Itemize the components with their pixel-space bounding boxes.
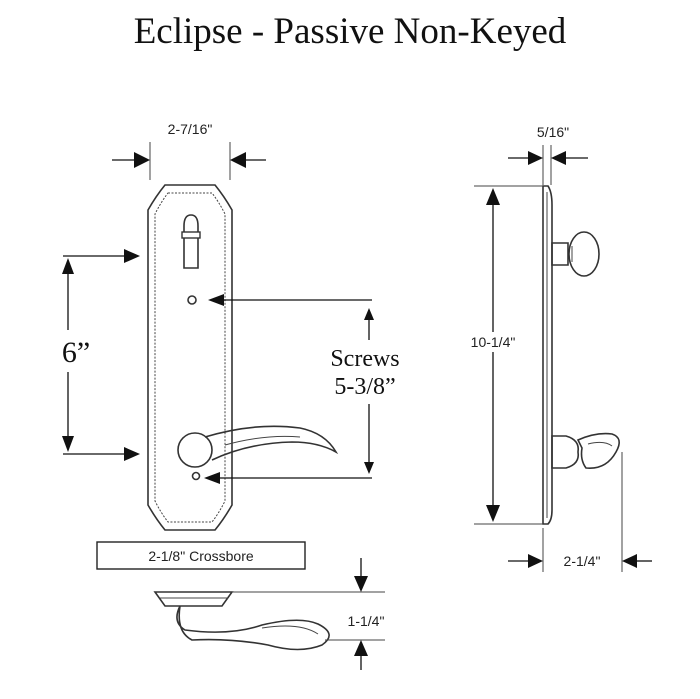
arrow-right-icon: [134, 152, 150, 168]
projection-label: 1-1/4": [348, 613, 385, 629]
arrow-up-icon: [486, 188, 500, 205]
arrow-up-icon: [354, 640, 368, 656]
arrow-left-icon: [204, 472, 220, 484]
height-label: 10-1/4": [471, 334, 516, 350]
turn-slot: [183, 214, 199, 269]
arrow-up-icon: [62, 258, 74, 274]
side-view: 5/16" 10-1/4" 2-1/4": [471, 124, 652, 572]
plate-width-label: 2-7/16": [168, 121, 213, 137]
bottom-screw: [191, 471, 201, 481]
crossbore-label: 2-1/8" Crossbore: [148, 548, 254, 564]
arrow-down-icon: [62, 436, 74, 452]
lever-detail: [224, 435, 301, 446]
knob: [568, 231, 600, 277]
knob-neck: [551, 242, 569, 266]
screws-label: Screws: [330, 346, 399, 372]
arrow-right-icon: [528, 151, 543, 165]
crossbore-box: [96, 541, 306, 570]
arrow-left-icon: [230, 152, 246, 168]
escutcheon-plate: [147, 184, 233, 531]
lever-top-view: [176, 605, 330, 651]
spacing-label: 6”: [62, 336, 90, 369]
page-title: Eclipse - Passive Non-Keyed: [133, 11, 567, 52]
lever-rose: [177, 432, 213, 468]
lever-handle: [204, 425, 339, 461]
front-view: 2-7/16" 6”: [62, 121, 400, 531]
arrow-left-icon: [551, 151, 566, 165]
top-view: 2-1/8" Crossbore 1-1/4": [96, 541, 385, 670]
arrow-down-icon: [354, 576, 368, 592]
plate-side-profile: [542, 185, 553, 525]
top-screw: [187, 295, 197, 305]
backset-label: 2-1/4": [564, 553, 601, 569]
arrow-right-icon: [124, 249, 140, 263]
arrow-left-icon: [622, 554, 637, 568]
lever-side-rose: [551, 435, 580, 469]
arrow-up-icon: [364, 308, 374, 320]
lever-side-handle: [576, 432, 620, 469]
arrow-right-icon: [124, 447, 140, 461]
thickness-label: 5/16": [537, 124, 569, 140]
arrow-right-icon: [528, 554, 543, 568]
arrow-down-icon: [364, 462, 374, 474]
screws-value: 5-3/8”: [334, 374, 395, 400]
lever-top-detail: [261, 625, 319, 635]
arrow-left-icon: [208, 294, 224, 306]
arrow-down-icon: [486, 505, 500, 522]
turn-slot-bar: [181, 231, 201, 239]
lever-side-detail: [587, 441, 613, 447]
escutcheon-bead: [154, 192, 226, 523]
rose-top-view: [153, 591, 234, 607]
